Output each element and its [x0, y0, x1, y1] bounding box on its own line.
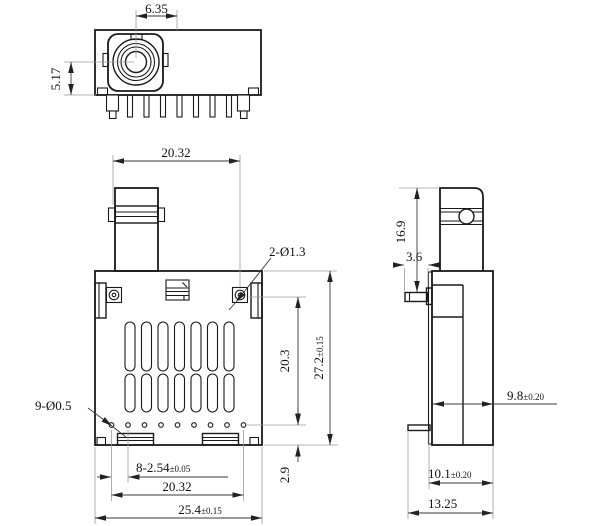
dim-label-8-2-54: 8-2.54±0.05 [136, 460, 191, 475]
shield-foot-right [201, 432, 240, 446]
dimension-top-width: 6.35 [135, 1, 178, 58]
shield-foot-left [116, 432, 155, 446]
top-notch-left [96, 87, 109, 96]
barrel [114, 187, 159, 272]
bezel-tab-right [161, 52, 169, 68]
top-view: 6.35 5.17 [48, 1, 262, 120]
front-notch-left [96, 436, 107, 446]
label-9-dia-0-5: 9-Ø0.5 [35, 398, 71, 413]
dimension-pin-pitch: 8-2.54±0.05 [97, 430, 228, 501]
dimension-barrel-to-hole: 20.32 [112, 145, 241, 287]
bezel-tab-left [102, 52, 110, 68]
dimension-body-depth: 9.8±0.20 [433, 388, 557, 407]
vent-slots-row2 [124, 373, 235, 413]
callout-pin-holes: 9-Ø0.5 [35, 398, 128, 439]
dim-label-2-9: 2.9 [277, 467, 292, 483]
dim-label-13-25: 13.25 [428, 496, 457, 511]
side-internal-steps [432, 284, 464, 445]
side-barrel [439, 187, 484, 271]
dimension-base-depth: 10.1±0.20 [428, 432, 494, 519]
dim-label-27-2: 27.2±0.15 [311, 336, 326, 380]
dimension-pin-length: 3.6 [393, 249, 440, 291]
dimension-body-height: 27.2±0.15 [264, 270, 338, 446]
dim-label-20-32-bottom: 20.32 [162, 479, 191, 494]
side-tab-right [250, 282, 263, 319]
dimension-hole-span-vertical: 20.3 [247, 296, 306, 426]
top-notch-right [247, 87, 260, 96]
side-barrel-band [440, 207, 483, 226]
side-tab-left [94, 282, 107, 319]
dim-label-20-32-top: 20.32 [161, 145, 190, 160]
front-view: 20.32 2-Ø1.3 20.3 27.2±0.15 2.9 9-Ø0 [35, 145, 338, 524]
dimension-pin-row-span: 20.32 [111, 430, 244, 501]
label-2-dia-1-3: 2-Ø1.3 [269, 244, 305, 259]
top-body-outline [94, 29, 262, 96]
barrel-band [107, 205, 166, 224]
dimension-pin-to-bottom: 2.9 [277, 407, 301, 483]
dimension-top-height: 5.17 [48, 61, 134, 96]
callout-mount-holes: 2-Ø1.3 [228, 244, 305, 311]
mount-screw-left [105, 286, 123, 304]
pin-holes-row [108, 422, 247, 428]
band-hole [458, 208, 475, 225]
dimension-barrel-height: 16.9 [393, 187, 438, 292]
top-pins [105, 94, 251, 120]
vent-slots-row1 [124, 321, 235, 372]
front-flange-edge [427, 271, 433, 445]
side-view: 16.9 3.6 9.8±0.20 10.1±0.20 13.25 [393, 187, 557, 519]
top-center-latch [165, 279, 190, 301]
dim-label-25-4: 25.4±0.15 [178, 502, 222, 517]
dim-label-10-1: 10.1±0.20 [428, 466, 472, 481]
dim-label-6-35: 6.35 [145, 1, 168, 16]
front-body-outline [94, 270, 263, 446]
dimension-overall-depth: 13.25 [407, 432, 493, 519]
side-bottom-tab [407, 424, 431, 432]
dim-label-16-9: 16.9 [393, 221, 408, 244]
dimension-body-width: 25.4±0.15 [94, 447, 263, 524]
side-pin [404, 287, 433, 306]
front-notch-right [249, 436, 260, 446]
dim-label-20-3: 20.3 [277, 350, 292, 373]
dim-label-5-17: 5.17 [48, 67, 63, 90]
dim-label-3-6: 3.6 [406, 249, 423, 264]
dim-label-9-8: 9.8±0.20 [507, 388, 544, 403]
